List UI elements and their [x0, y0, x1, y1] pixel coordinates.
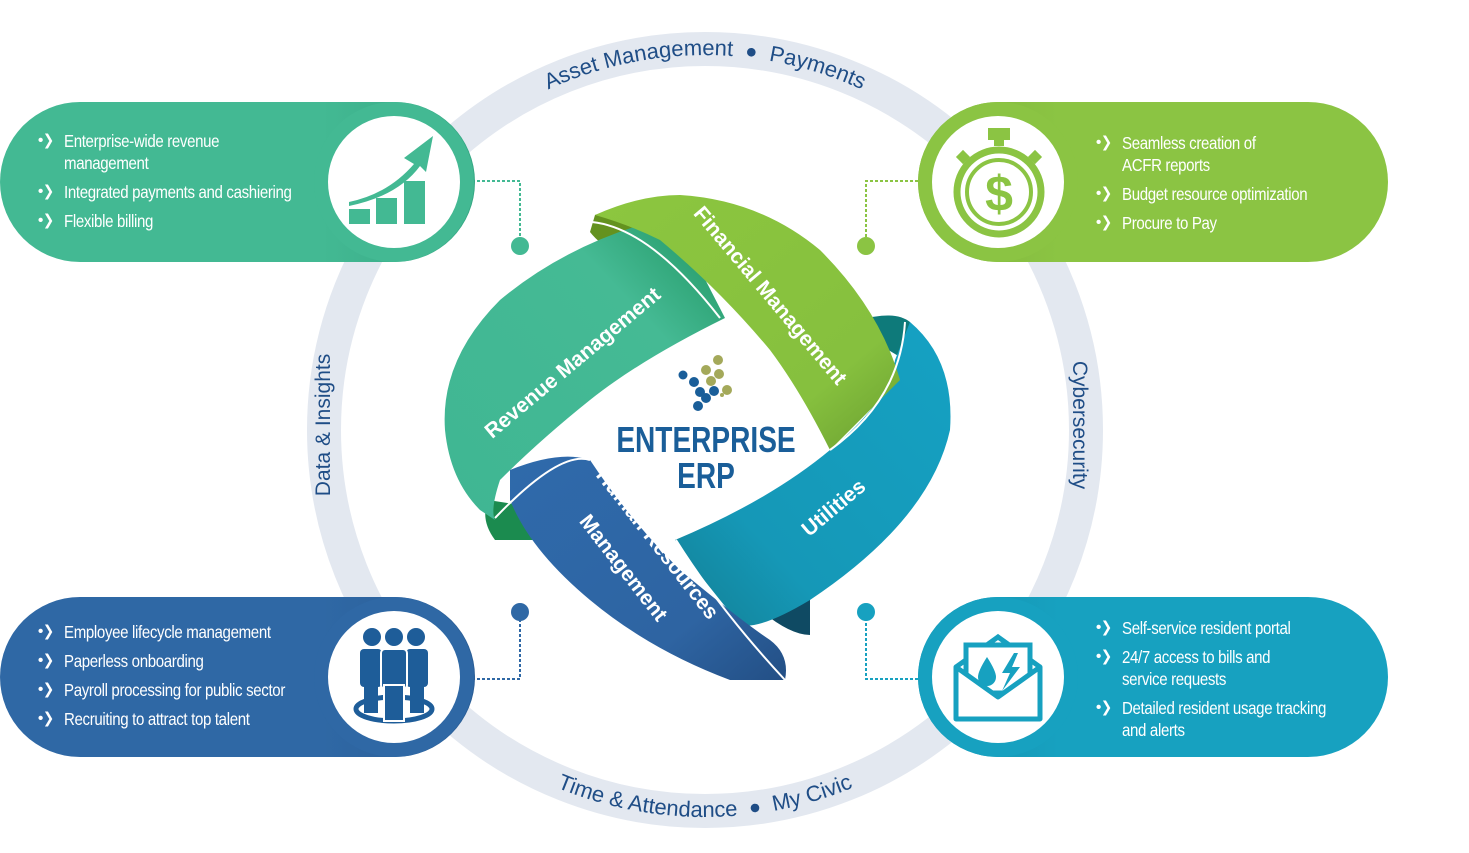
- list-item: •❯Paperless onboarding: [38, 651, 204, 671]
- financial-feature-list: •❯Seamless creation of ACFR reports •❯Bu…: [1096, 132, 1337, 241]
- growth-chart-icon: [349, 136, 433, 224]
- list-item: •❯Detailed resident usage tracking and a…: [1096, 698, 1327, 740]
- utilities-feature-list: •❯Self-service resident portal •❯24/7 ac…: [1096, 617, 1359, 748]
- revenue-feature-list: •❯Enterprise-wide revenue management •❯I…: [38, 130, 329, 239]
- utilities-icon-ring: [918, 597, 1078, 757]
- panel-revenue: •❯Enterprise-wide revenue management •❯I…: [0, 102, 475, 262]
- panel-utilities: •❯Self-service resident portal •❯24/7 ac…: [918, 597, 1388, 757]
- connector-revenue: [472, 180, 529, 255]
- list-item: •❯Flexible billing: [38, 211, 154, 231]
- center-title-line2: ERP: [677, 456, 735, 496]
- dots-grid-logo-icon: [678, 355, 732, 411]
- list-item: •❯Integrated payments and cashiering: [38, 182, 292, 202]
- list-item: •❯Seamless creation of ACFR reports: [1096, 133, 1256, 175]
- list-item: •❯Budget resource optimization: [1096, 184, 1308, 204]
- list-item: •❯Procure to Pay: [1096, 213, 1217, 233]
- list-item: •❯Self-service resident portal: [1096, 618, 1291, 638]
- ring-label-right: Cybersecurity: [1068, 361, 1091, 490]
- band-hr: [510, 456, 786, 680]
- ring-label-left: Data & Insights: [312, 354, 335, 496]
- list-item: •❯Enterprise-wide revenue management: [38, 131, 220, 173]
- center-title-line1: ENTERPRISE: [616, 420, 795, 460]
- outer-ring: [307, 32, 1103, 828]
- hr-icon-ring: [314, 597, 474, 757]
- revenue-icon-ring: [314, 102, 474, 262]
- panel-financial: $ •❯Seamless creation of ACFR reports •❯…: [918, 102, 1388, 262]
- connector-hr: [472, 603, 529, 680]
- list-item: •❯Employee lifecycle management: [38, 622, 271, 642]
- connector-utilities: [857, 603, 918, 680]
- list-item: •❯Recruiting to attract top talent: [38, 709, 250, 729]
- utility-bill-envelope-icon: [953, 633, 1043, 722]
- list-item: •❯24/7 access to bills and service reque…: [1096, 647, 1271, 689]
- hr-feature-list: •❯Employee lifecycle management •❯Paperl…: [38, 621, 321, 737]
- people-group-icon: [353, 628, 435, 724]
- panel-hr: •❯Employee lifecycle management •❯Paperl…: [0, 597, 475, 757]
- financial-icon-ring: $: [918, 102, 1078, 262]
- stopwatch-dollar-icon: $: [953, 128, 1045, 238]
- connector-financial: [857, 180, 918, 255]
- band-financial: [595, 195, 900, 450]
- svg-text:$: $: [985, 166, 1013, 222]
- list-item: •❯Payroll processing for public sector: [38, 680, 286, 700]
- band-revenue: [444, 225, 725, 520]
